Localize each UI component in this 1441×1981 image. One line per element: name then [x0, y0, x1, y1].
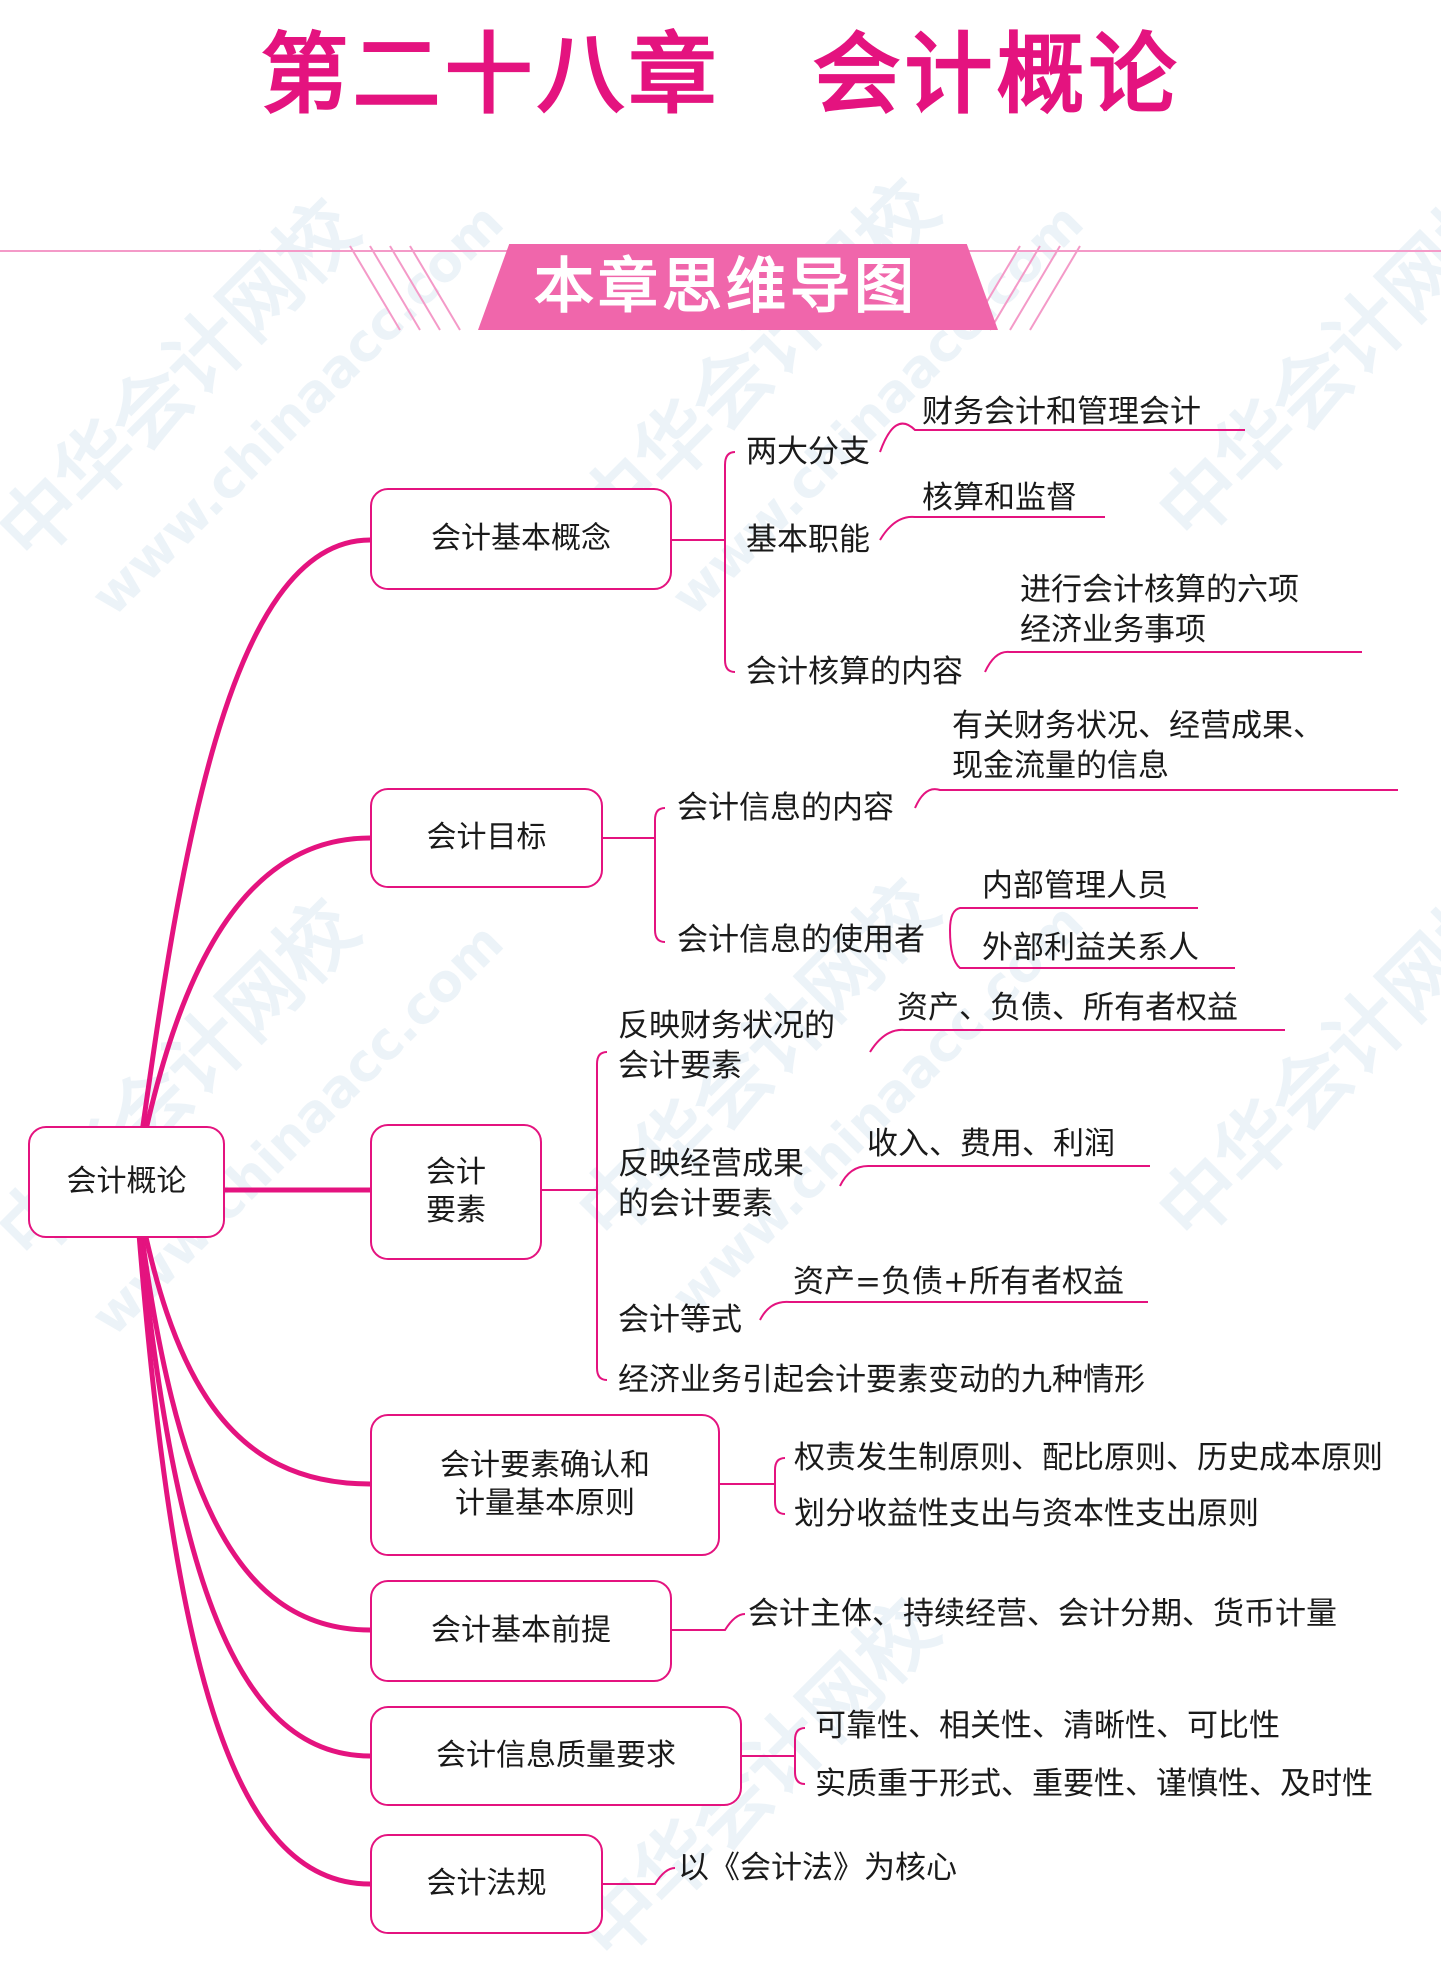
node-detail: 资产、负债、所有者权益 [897, 990, 1238, 1026]
node-label: 可靠性、相关性、清晰性、可比性 [815, 1708, 1280, 1744]
node-label: 实质重于形式、重要性、谨慎性、及时性 [815, 1766, 1373, 1802]
node-label: 划分收益性支出与资本性支出原则 [794, 1496, 1259, 1532]
node-label: 会计主体、持续经营、会计分期、货币计量 [748, 1596, 1337, 1632]
node-label: 基本职能 [746, 522, 870, 558]
node-detail: 有关财务状况、经营成果、 现金流量的信息 [952, 708, 1324, 784]
node-detail: 财务会计和管理会计 [922, 394, 1201, 430]
node-detail: 资产=负债+所有者权益 [793, 1264, 1124, 1300]
node-label: 反映经营成果 的会计要素 [618, 1146, 804, 1222]
node-label: 经济业务引起会计要素变动的九种情形 [618, 1362, 1145, 1398]
node-label: 会计信息的内容 [677, 790, 894, 826]
branch-node-objectives: 会计目标 [370, 788, 603, 888]
node-detail: 核算和监督 [922, 480, 1077, 516]
node-label: 会计核算的内容 [746, 654, 963, 690]
banner-title: 本章思维导图 [534, 252, 918, 322]
node-label: 会计等式 [618, 1302, 742, 1338]
branch-node-principles: 会计要素确认和 计量基本原则 [370, 1414, 720, 1556]
branch-node-elements: 会计 要素 [370, 1124, 542, 1260]
branch-node-premises: 会计基本前提 [370, 1580, 672, 1682]
branch-node-regulations: 会计法规 [370, 1834, 603, 1934]
node-label: 会计信息的使用者 [677, 922, 925, 958]
node-detail: 收入、费用、利润 [867, 1126, 1115, 1162]
node-detail: 外部利益关系人 [982, 930, 1199, 966]
node-label: 两大分支 [746, 434, 870, 470]
node-detail: 进行会计核算的六项 经济业务事项 [1020, 572, 1299, 648]
page-title: 第二十八章 会计概论 [260, 23, 1181, 126]
branch-node-basic-concepts: 会计基本概念 [370, 488, 672, 590]
node-label: 权责发生制原则、配比原则、历史成本原则 [794, 1440, 1383, 1476]
node-label: 反映财务状况的 会计要素 [618, 1008, 835, 1084]
node-detail: 内部管理人员 [982, 868, 1168, 904]
node-label: 以《会计法》为核心 [678, 1850, 957, 1886]
root-node: 会计概论 [28, 1126, 225, 1238]
banner [478, 244, 998, 330]
branch-node-quality: 会计信息质量要求 [370, 1706, 742, 1806]
